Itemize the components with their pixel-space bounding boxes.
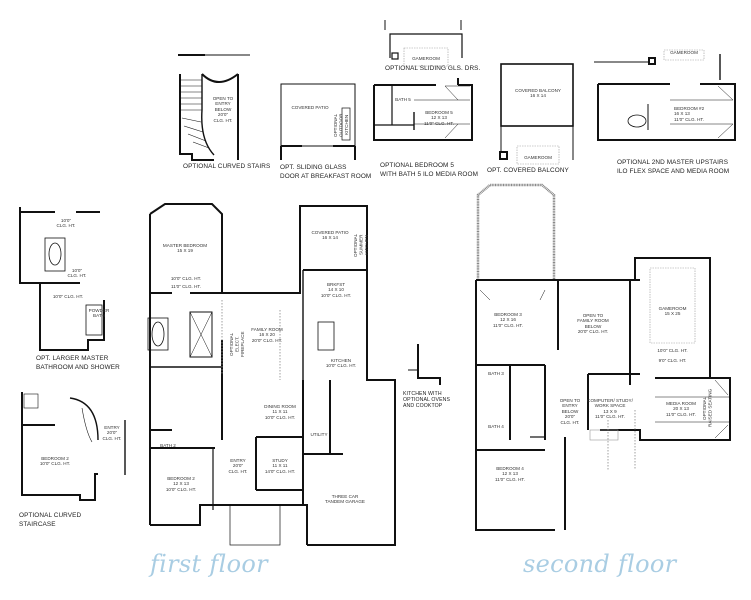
label-lm-clg3: 10'0" CLG. HT.: [52, 294, 84, 299]
label-gameroom-master: GAMEROOM: [670, 50, 698, 55]
first-floor-plan: [147, 203, 396, 546]
room-utility: UTILITY: [310, 432, 328, 437]
label-open-to-entry: OPEN TO ENTRY BELOW 20'0" CLG. HT.: [212, 96, 234, 123]
room-bath4: BATH 4: [488, 424, 504, 429]
caption-optional-curved-stairs: OPTIONAL CURVED STAIRS: [183, 163, 271, 170]
label-covered-patio-opt: COVERED PATIO: [291, 105, 329, 110]
room-covered-patio: COVERED PATIO 16 X 14: [311, 230, 349, 241]
label-cs-bedroom2: BEDROOM 2 10'0" CLG. HT.: [39, 456, 71, 467]
room-bedroom4: BEDROOM 4 12 X 13 11'0" CLG. HT.: [495, 466, 525, 482]
room-open-to-entry: OPEN TO ENTRY BELOW 20'0" CLG. HT.: [559, 398, 581, 425]
label-lm-clg1: 10'0" CLG. HT.: [56, 218, 76, 229]
label-lm-clg2: 10'0" CLG. HT.: [67, 268, 87, 279]
opt-sliding-glass-plan: [280, 83, 356, 160]
caption-optional-sliding-gls-drs: OPTIONAL SLIDING GLS. DRS.: [385, 65, 481, 72]
label-optional-raised-seating: OPTIONAL RAISED SEATING: [702, 388, 713, 428]
label-optional-elect-fireplace: OPTIONAL ELECT. FIREPLACE: [229, 331, 245, 357]
first-floor-title: first floor: [150, 550, 268, 578]
opt-kitchen-ovens-plan: [408, 344, 441, 385]
gameroom-clg-ht-2: 9'0" CLG. HT.: [658, 358, 687, 363]
room-computer-study: COMPUTER/ STUDY/ WORK SPACE 13 X 9 11'0"…: [587, 398, 633, 420]
master-clg-ht-2: 11'0" CLG. HT.: [171, 284, 201, 289]
caption-kitchen-optional-ovens: KITCHEN WITH OPTIONAL OVENS AND COOKTOP: [403, 391, 451, 410]
opt-curved-staircase-plan: [21, 392, 126, 501]
room-bath2: BATH 2: [160, 443, 176, 448]
room-gameroom: GAMEROOM 15 X 25: [658, 306, 687, 317]
room-bedroom2: BEDROOM 2 12 X 13 10'0" CLG. HT.: [165, 476, 197, 492]
master-clg-ht-1: 10'0" CLG. HT.: [170, 276, 202, 281]
label-bedroom5: BEDROOM 5 12 X 13 11'0" CLG. HT.: [424, 110, 454, 126]
room-bath3: BATH 3: [488, 371, 504, 376]
caption-opt-larger-master: OPT. LARGER MASTER BATHROOM AND SHOWER: [36, 355, 120, 371]
caption-optional-bedroom5: OPTIONAL BEDROOM 5 WITH BATH 5 ILO MEDIA…: [380, 162, 478, 178]
room-master-bedroom: MASTER BEDROOM 15 X 19: [162, 243, 208, 254]
caption-optional-curved-staircase: OPTIONAL CURVED STAIRCASE: [19, 512, 82, 528]
second-floor-title: second floor: [523, 550, 677, 578]
opt-master-upstairs-plan: [594, 49, 736, 141]
label-bath5: BATH 5: [395, 97, 411, 102]
gameroom-clg-ht-1: 10'0" CLG. HT.: [657, 348, 688, 353]
room-media-room: MEDIA ROOM 20 X 13 11'0" CLG. HT.: [666, 401, 696, 417]
room-brkfst: BRKFST 14 X 10 10'0" CLG. HT.: [320, 282, 352, 298]
label-covered-balcony: COVERED BALCONY 16 X 14: [515, 88, 561, 99]
room-bedroom3: BEDROOM 3 12 X 16 11'0" CLG. HT.: [493, 312, 523, 328]
label-cs-entry: ENTRY 20'0" CLG. HT.: [102, 425, 122, 441]
label-optional-outdoor-kitchen: OPTIONAL OUTDOOR KITCHEN: [333, 113, 349, 137]
label-bedroom-master2: BEDROOM #2 16 X 13 11'0" CLG. HT.: [674, 106, 705, 122]
room-three-car-garage: THREE CAR TANDEM GARAGE: [325, 494, 365, 505]
room-open-to-family: OPEN TO FAMILY ROOM BELOW 20'0" CLG. HT.: [577, 313, 609, 335]
room-family-room: FAMILY ROOM 16 X 20 20'0" CLG. HT.: [251, 327, 283, 343]
caption-optional-2nd-master-upstairs: OPTIONAL 2ND MASTER UPSTAIRS ILO FLEX SP…: [617, 159, 730, 175]
opt-curved-stairs-plan: [178, 54, 250, 161]
opt-bedroom5-plan: [373, 20, 473, 141]
opt-larger-master-plan: [19, 207, 105, 351]
room-study: STUDY 11 X 11 14'0" CLG. HT.: [264, 458, 296, 474]
label-gameroom-balcony: GAMEROOM: [524, 155, 552, 160]
caption-opt-sliding-glass: OPT. SLIDING GLASS DOOR AT BREAKFAST ROO…: [280, 164, 372, 180]
room-dining-room: DINING ROOM 11 X 11 10'0" CLG. HT.: [264, 404, 296, 420]
opt-covered-balcony-plan: [499, 63, 574, 165]
room-entry: ENTRY 20'0" CLG. HT.: [228, 458, 248, 474]
label-powder-bath: POWDER BATH: [88, 308, 110, 319]
room-kitchen: KITCHEN 10'0" CLG. HT.: [325, 358, 357, 369]
second-floor-plan: [475, 183, 731, 531]
label-gameroom-top: GAMEROOM: [412, 56, 440, 61]
caption-opt-covered-balcony: OPT. COVERED BALCONY: [487, 167, 569, 174]
label-optional-summer-kitchen: OPTIONAL SUMMER KITCHEN: [353, 233, 369, 257]
